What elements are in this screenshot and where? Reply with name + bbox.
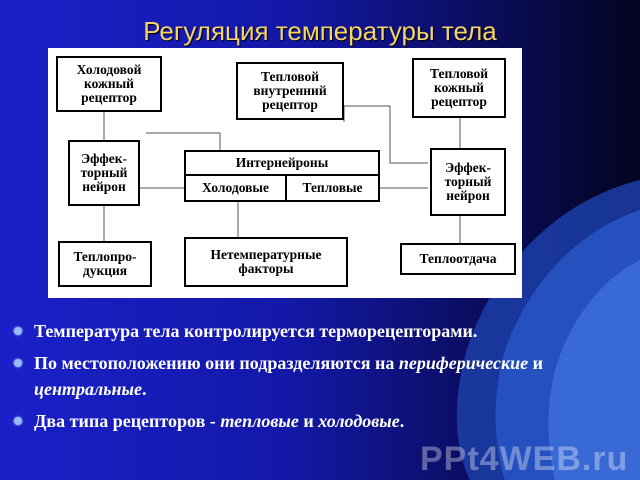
bullet-text-prefix: По местоположению они подразделяются на (34, 353, 399, 373)
effector-neuron-right-box: Эффек- торный нейрон (430, 148, 506, 216)
watermark: PPt4WEB.ru (420, 440, 629, 478)
bullet-text-suffix: . (399, 411, 405, 431)
bullet-item: По местоположению они подразделяются на … (14, 350, 614, 402)
bullet-item: Два типа рецепторов - тепловые и холодов… (14, 408, 614, 434)
thermal-interneurons-box: Тепловые (285, 174, 380, 202)
diagram-connectors (103, 105, 461, 243)
thermal-internal-receptor-box: Тепловой внутренний рецептор (236, 62, 344, 120)
bullet-item: Температура тела контролируется терморец… (14, 318, 614, 344)
non-temperature-factors-box: Нетемпературные факторы (184, 237, 348, 287)
bullet-list: Температура тела контролируется терморец… (14, 318, 614, 440)
bullet-emphasis: холодовые (318, 411, 400, 431)
bullet-text: Температура тела контролируется терморец… (34, 321, 478, 341)
cold-skin-receptor-box: Холодовой кожный рецептор (56, 56, 162, 112)
bullet-icon (14, 359, 22, 367)
bullet-text-mid: и (298, 411, 319, 431)
heat-production-box: Теплопро- дукция (58, 241, 152, 287)
heat-release-box: Теплоотдача (400, 243, 516, 275)
bullet-emphasis: периферические (398, 353, 529, 373)
slide-title: Регуляция температуры тела (143, 16, 497, 46)
cold-interneurons-box: Холодовые (184, 174, 287, 202)
effector-neuron-left-box: Эффек- торный нейрон (68, 140, 140, 206)
thermal-skin-receptor-box: Тепловой кожный рецептор (412, 58, 506, 118)
bullet-icon (14, 327, 22, 335)
bullet-text-mid: и (528, 353, 543, 373)
thermoregulation-diagram: Холодовой кожный рецептор Тепловой внутр… (48, 48, 522, 298)
bullet-text-prefix: Два типа рецепторов - (34, 411, 221, 431)
interneurons-box: Интернейроны (184, 150, 380, 176)
bullet-emphasis: тепловые (220, 411, 299, 431)
bullet-icon (14, 417, 22, 425)
bullet-emphasis: центральные (34, 379, 142, 399)
bullet-text-suffix: . (141, 379, 147, 399)
